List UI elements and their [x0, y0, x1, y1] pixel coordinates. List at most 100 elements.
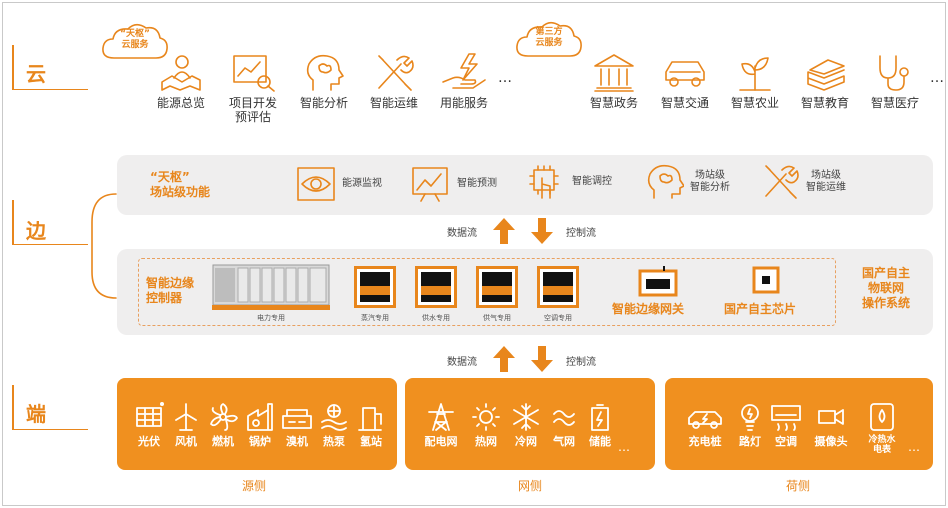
trend-chart-icon	[412, 167, 448, 202]
edge-function: 场站级 智能分析	[644, 164, 730, 200]
cloud-service: 智慧医疗	[859, 52, 931, 110]
up-arrow-icon	[493, 218, 515, 244]
load-ellipsis: …	[908, 440, 921, 454]
end-device-label: 空调	[775, 435, 797, 448]
snowflake-icon	[513, 403, 539, 431]
end-device-label: 燃机	[212, 435, 234, 448]
down-arrow-icon	[531, 218, 553, 244]
cloud-service: 智能运维	[358, 52, 430, 110]
source-side-label: 源侧	[242, 479, 267, 493]
cloud-right-ellipsis: …	[930, 70, 945, 86]
edge-function-label: 场站级 智能分析	[690, 170, 730, 193]
edge-function: 智能预测	[411, 166, 497, 202]
station-function-panel	[117, 155, 933, 215]
layer-cloud-label: 云	[26, 62, 46, 86]
tools-icon	[378, 55, 414, 91]
service-label: 项目开发 预评估	[228, 96, 277, 124]
solar-panel-icon	[136, 402, 164, 427]
ac-meter-device-icon	[537, 266, 579, 308]
end-device-label: 配电网	[424, 435, 458, 448]
device-label: 电力专用	[257, 314, 285, 322]
grid-side-label: 网侧	[518, 479, 543, 493]
boiler-icon	[247, 403, 273, 431]
end-device: 气网	[544, 402, 584, 448]
gateway-icon	[638, 266, 678, 297]
cloud-service: 智慧交通	[649, 52, 721, 110]
cloud-service: 智慧农业	[719, 52, 791, 110]
end-device: 氢站	[351, 402, 391, 448]
layer-edge-label: 边	[26, 219, 46, 243]
end-device: 冷网	[506, 402, 546, 448]
end-device: 锅炉	[240, 402, 280, 448]
power-controller-rack-icon	[212, 264, 330, 310]
cloud-underline	[12, 89, 88, 90]
controller-dashed-box	[138, 258, 836, 326]
edge-function: 智能调控	[526, 164, 612, 200]
heat-pump-icon	[321, 404, 347, 431]
end-device: 热泵	[314, 402, 354, 448]
service-label: 智能分析	[299, 96, 348, 110]
hand-lightning-icon	[442, 53, 486, 89]
service-label: 用能服务	[439, 96, 488, 110]
gateway-label: 智能边缘网关	[612, 302, 685, 316]
end-device: 路灯	[730, 402, 770, 448]
end-underline	[12, 429, 88, 430]
end-bracket	[12, 385, 14, 430]
end-device-label: 路灯	[739, 435, 761, 448]
cloud-shape-icon	[516, 21, 582, 57]
end-device-label: 冷网	[515, 435, 537, 448]
device-label: 供水专用	[422, 314, 450, 322]
control-flow-label: 控制流	[566, 357, 596, 368]
sun-heat-icon	[472, 403, 500, 431]
books-icon	[807, 59, 845, 91]
gas-turbine-icon	[210, 403, 238, 431]
edge-function-label: 智能调控	[572, 176, 612, 187]
brain-head-icon	[647, 164, 684, 199]
service-label: 能源总览	[156, 96, 205, 110]
edge-function-label: 能源监视	[342, 178, 382, 189]
battery-icon	[591, 404, 609, 431]
wind-turbine-icon	[175, 403, 197, 431]
chip-hand-icon	[529, 165, 559, 199]
edge-function: 场站级 智能运维	[760, 164, 846, 200]
service-label: 智慧交通	[660, 96, 709, 110]
edge-function: 能源监视	[296, 166, 382, 202]
water-meter-device-icon	[415, 266, 457, 308]
cloud-bracket	[12, 45, 14, 90]
end-device-label: 充电桩	[688, 435, 722, 448]
end-device: 储能	[580, 402, 620, 448]
end-device-label: 风机	[175, 435, 197, 448]
source-side-box	[117, 378, 397, 470]
device-label: 空调专用	[544, 314, 572, 322]
load-side-label: 荷侧	[786, 479, 811, 493]
end-device-label: 冷热水 电表	[868, 435, 896, 455]
street-light-icon	[741, 404, 759, 431]
service-label: 智慧教育	[800, 96, 849, 110]
gas-meter-device-icon	[476, 266, 518, 308]
device-label: 供气专用	[483, 314, 511, 322]
data-flow-label: 数据流	[447, 228, 477, 239]
end-device: 热网	[466, 402, 506, 448]
tools-icon	[765, 165, 799, 199]
cloud-service: 智慧教育	[789, 52, 861, 110]
service-label: 智慧农业	[730, 96, 779, 110]
grid-ellipsis: …	[618, 440, 631, 454]
edge-brace	[91, 193, 117, 299]
sprout-icon	[739, 57, 771, 91]
end-device-label: 储能	[589, 435, 611, 448]
service-label: 智能运维	[369, 96, 418, 110]
end-device: 配电网	[418, 402, 464, 448]
third-party-cloud-badge: 第三方 云服务	[514, 18, 584, 60]
cloud-service: 智能分析	[288, 52, 360, 110]
edge-bracket	[12, 200, 14, 245]
map-person-icon	[161, 55, 201, 91]
down-arrow-icon	[531, 346, 553, 372]
stethoscope-icon	[879, 55, 909, 91]
end-device-label: 溴机	[286, 435, 308, 448]
air-conditioner-icon	[771, 405, 801, 431]
service-label: 智慧医疗	[870, 96, 919, 110]
data-flow-label: 数据流	[447, 357, 477, 368]
brain-head-icon	[306, 54, 344, 91]
end-device: 摄像头	[808, 402, 854, 448]
cloud-service: 项目开发 预评估	[217, 52, 289, 124]
